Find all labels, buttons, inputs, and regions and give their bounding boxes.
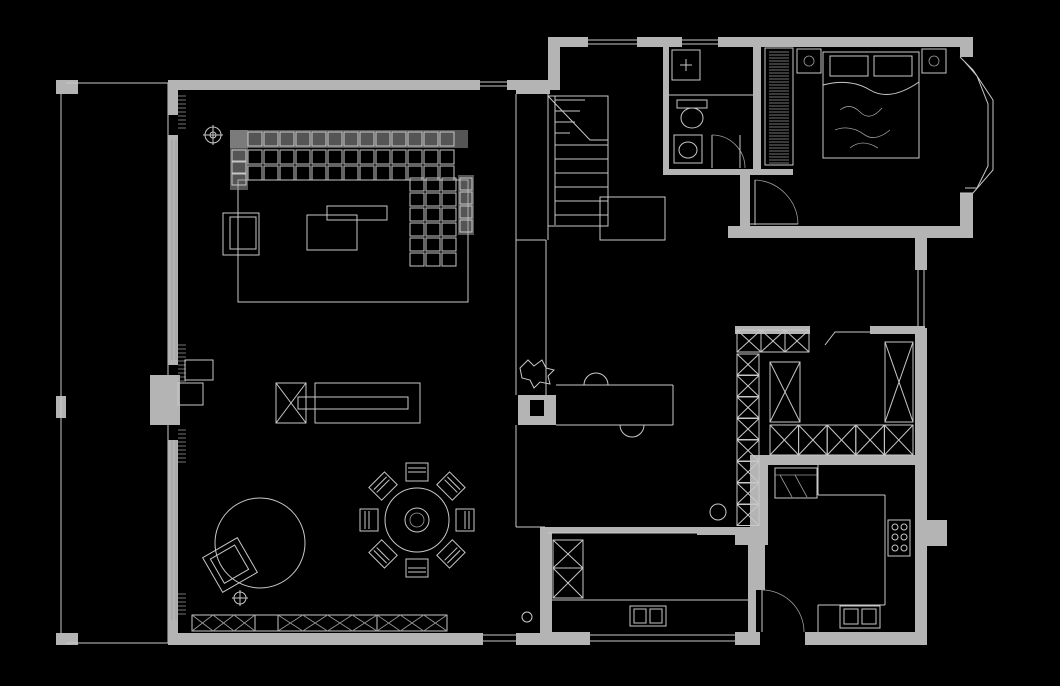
door-swing-icon xyxy=(761,589,805,633)
door-swing-icon xyxy=(750,179,799,225)
kitchen xyxy=(629,467,911,633)
lamp-icon xyxy=(203,125,223,145)
central-area xyxy=(518,359,727,623)
side-table xyxy=(326,205,388,221)
stove-icon xyxy=(887,519,911,557)
coffee-table xyxy=(306,214,358,251)
armchair-icon xyxy=(201,536,259,594)
exterior-walls xyxy=(150,37,994,645)
door-swing-icon xyxy=(711,134,746,169)
sink-icon xyxy=(629,605,667,627)
rug xyxy=(237,179,469,303)
living-area xyxy=(177,125,475,632)
plant-icon xyxy=(519,359,555,389)
armchair-icon xyxy=(222,212,260,256)
stair-icon xyxy=(547,95,666,241)
tv-console xyxy=(275,382,421,424)
sofa-icon xyxy=(230,130,474,267)
washbasin-icon xyxy=(673,134,703,164)
interior-walls xyxy=(515,47,925,645)
round-rug-icon xyxy=(214,497,306,589)
nightstand-icon xyxy=(796,48,947,74)
bedroom xyxy=(750,47,947,225)
low-cabinet xyxy=(191,614,448,632)
dining-table-icon xyxy=(359,462,475,578)
wardrobe-icon xyxy=(764,47,794,166)
toilet-icon xyxy=(676,99,708,129)
fridge xyxy=(774,467,818,499)
lamp-icon xyxy=(232,590,248,606)
balcony-area xyxy=(56,80,169,645)
sink-icon xyxy=(839,605,881,629)
shelving xyxy=(552,329,914,599)
shower-icon xyxy=(671,49,701,81)
left-windows xyxy=(171,95,186,620)
bed-icon xyxy=(822,51,920,159)
bathroom xyxy=(671,49,746,169)
